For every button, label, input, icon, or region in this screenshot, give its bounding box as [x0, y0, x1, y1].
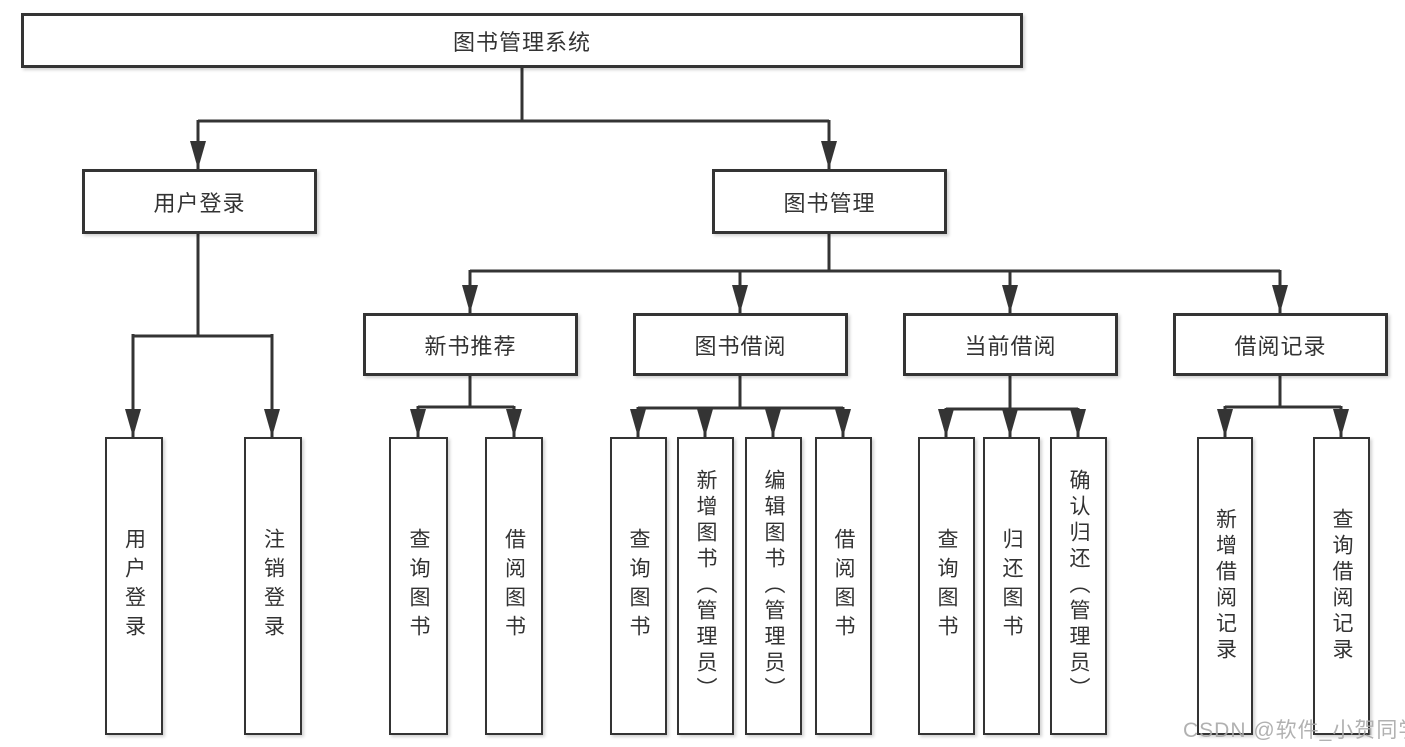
arrowhead [938, 409, 954, 437]
leaf-add-book-admin: 新增图书（管理员） [677, 437, 734, 735]
arrowhead [462, 285, 478, 313]
watermark-text: CSDN @软件_小贺同学 [1183, 719, 1405, 742]
leaf-confirm-return-admin: 确认归还（管理员） [1050, 437, 1107, 735]
leaf-query-book-3: 查询图书 [918, 437, 975, 735]
arrowhead [835, 409, 851, 437]
connector-line [131, 68, 1343, 437]
arrowhead [410, 409, 426, 437]
arrowhead [264, 409, 280, 437]
leaf-query-borrow-record: 查询借阅记录 [1313, 437, 1370, 735]
leaf-query-book-2: 查询图书 [610, 437, 667, 735]
leaf-edit-book-admin: 编辑图书（管理员） [745, 437, 802, 735]
leaf-borrow-book-2: 借阅图书 [815, 437, 872, 735]
leaf-user-login: 用户登录 [105, 437, 163, 735]
node-user-login: 用户登录 [82, 169, 317, 234]
arrowhead [732, 285, 748, 313]
arrowhead [190, 141, 206, 169]
arrowhead [1272, 285, 1288, 313]
leaf-query-book-1: 查询图书 [389, 437, 448, 735]
arrowhead [765, 409, 781, 437]
leaf-borrow-book-1: 借阅图书 [485, 437, 543, 735]
arrowhead [1002, 409, 1018, 437]
node-current-borrow: 当前借阅 [903, 313, 1118, 376]
arrowhead [506, 409, 522, 437]
leaf-return-book: 归还图书 [983, 437, 1040, 735]
node-book-management: 图书管理 [712, 169, 947, 234]
arrowheads [125, 141, 1349, 437]
node-root-system: 图书管理系统 [21, 13, 1023, 68]
node-book-borrow: 图书借阅 [633, 313, 848, 376]
leaf-add-borrow-record: 新增借阅记录 [1197, 437, 1253, 735]
arrowhead [125, 409, 141, 437]
arrowhead [821, 141, 837, 169]
arrowhead [1070, 409, 1086, 437]
arrowhead [1333, 409, 1349, 437]
leaf-logout: 注销登录 [244, 437, 302, 735]
node-borrow-records: 借阅记录 [1173, 313, 1388, 376]
arrowhead [630, 409, 646, 437]
arrowhead [697, 409, 713, 437]
arrowhead [1217, 409, 1233, 437]
arrowhead [1002, 285, 1018, 313]
node-new-book-recommend: 新书推荐 [363, 313, 578, 376]
